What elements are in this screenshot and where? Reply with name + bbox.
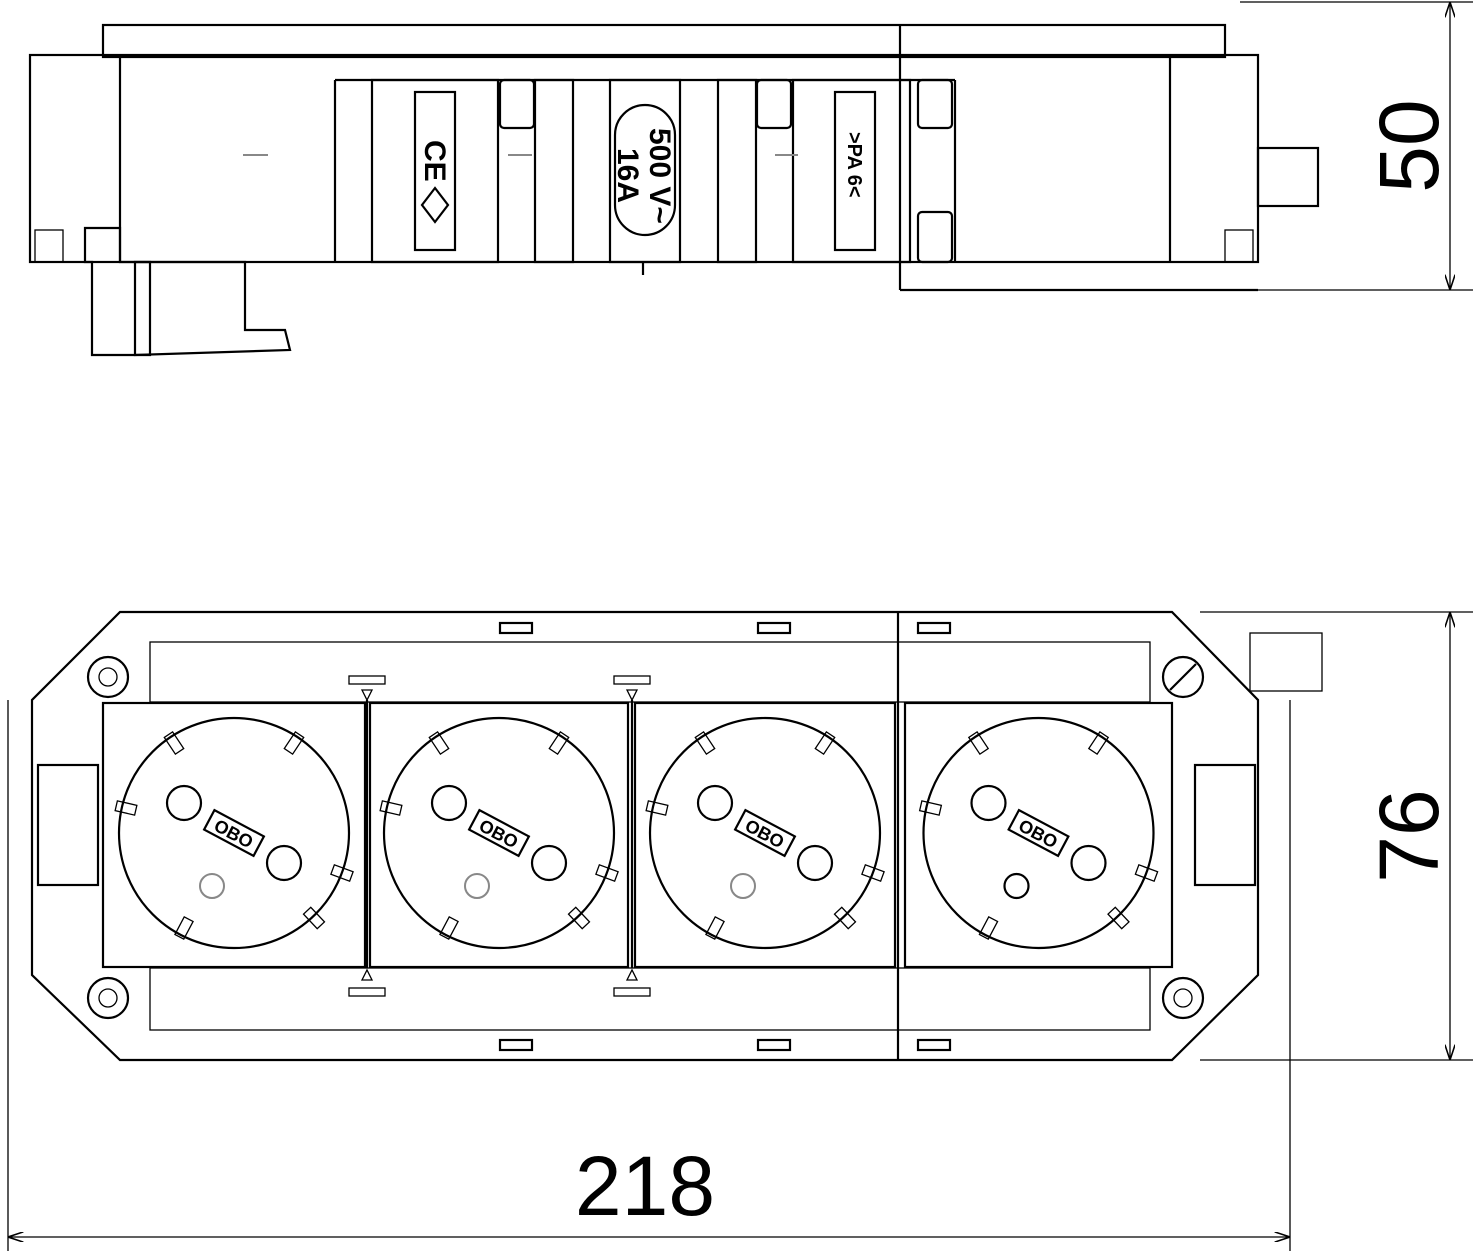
screw-icon <box>1161 655 1205 699</box>
side-view: CE 500 V~ 16A >PA 6< <box>28 23 1320 357</box>
pin-hole-icon <box>265 844 303 882</box>
socket-outlet: OBO <box>903 701 1174 969</box>
pin-hole-icon <box>530 844 568 882</box>
dimension-width-label: 76 <box>1362 789 1456 882</box>
ce-mark: CE <box>418 140 451 182</box>
dimension-height-label: 50 <box>1362 99 1456 192</box>
screw-icon <box>1161 976 1205 1020</box>
socket-outlet: OBO <box>368 701 630 969</box>
pin-hole-icon <box>970 784 1007 822</box>
dimension-height: 50 <box>1240 1 1473 291</box>
socket-outlet: OBO <box>633 701 897 969</box>
dimension-length-label: 218 <box>575 1139 715 1233</box>
material-marking: >PA 6< <box>843 132 865 198</box>
voltage-rating: 500 V~ <box>643 128 676 224</box>
screw-icon <box>86 655 130 699</box>
pin-hole-icon <box>430 784 468 822</box>
dimension-width: 76 <box>1200 611 1473 1061</box>
socket-outlet: OBO <box>101 701 367 969</box>
pin-hole-icon <box>165 784 203 822</box>
pin-hole-icon <box>1070 844 1107 882</box>
screw-icon <box>86 976 130 1020</box>
dimension-length: 218 <box>7 700 1291 1251</box>
pin-hole-icon <box>696 784 734 822</box>
vde-mark-icon <box>420 186 450 224</box>
pin-hole-icon <box>796 844 834 882</box>
current-rating: 16A <box>611 148 644 203</box>
